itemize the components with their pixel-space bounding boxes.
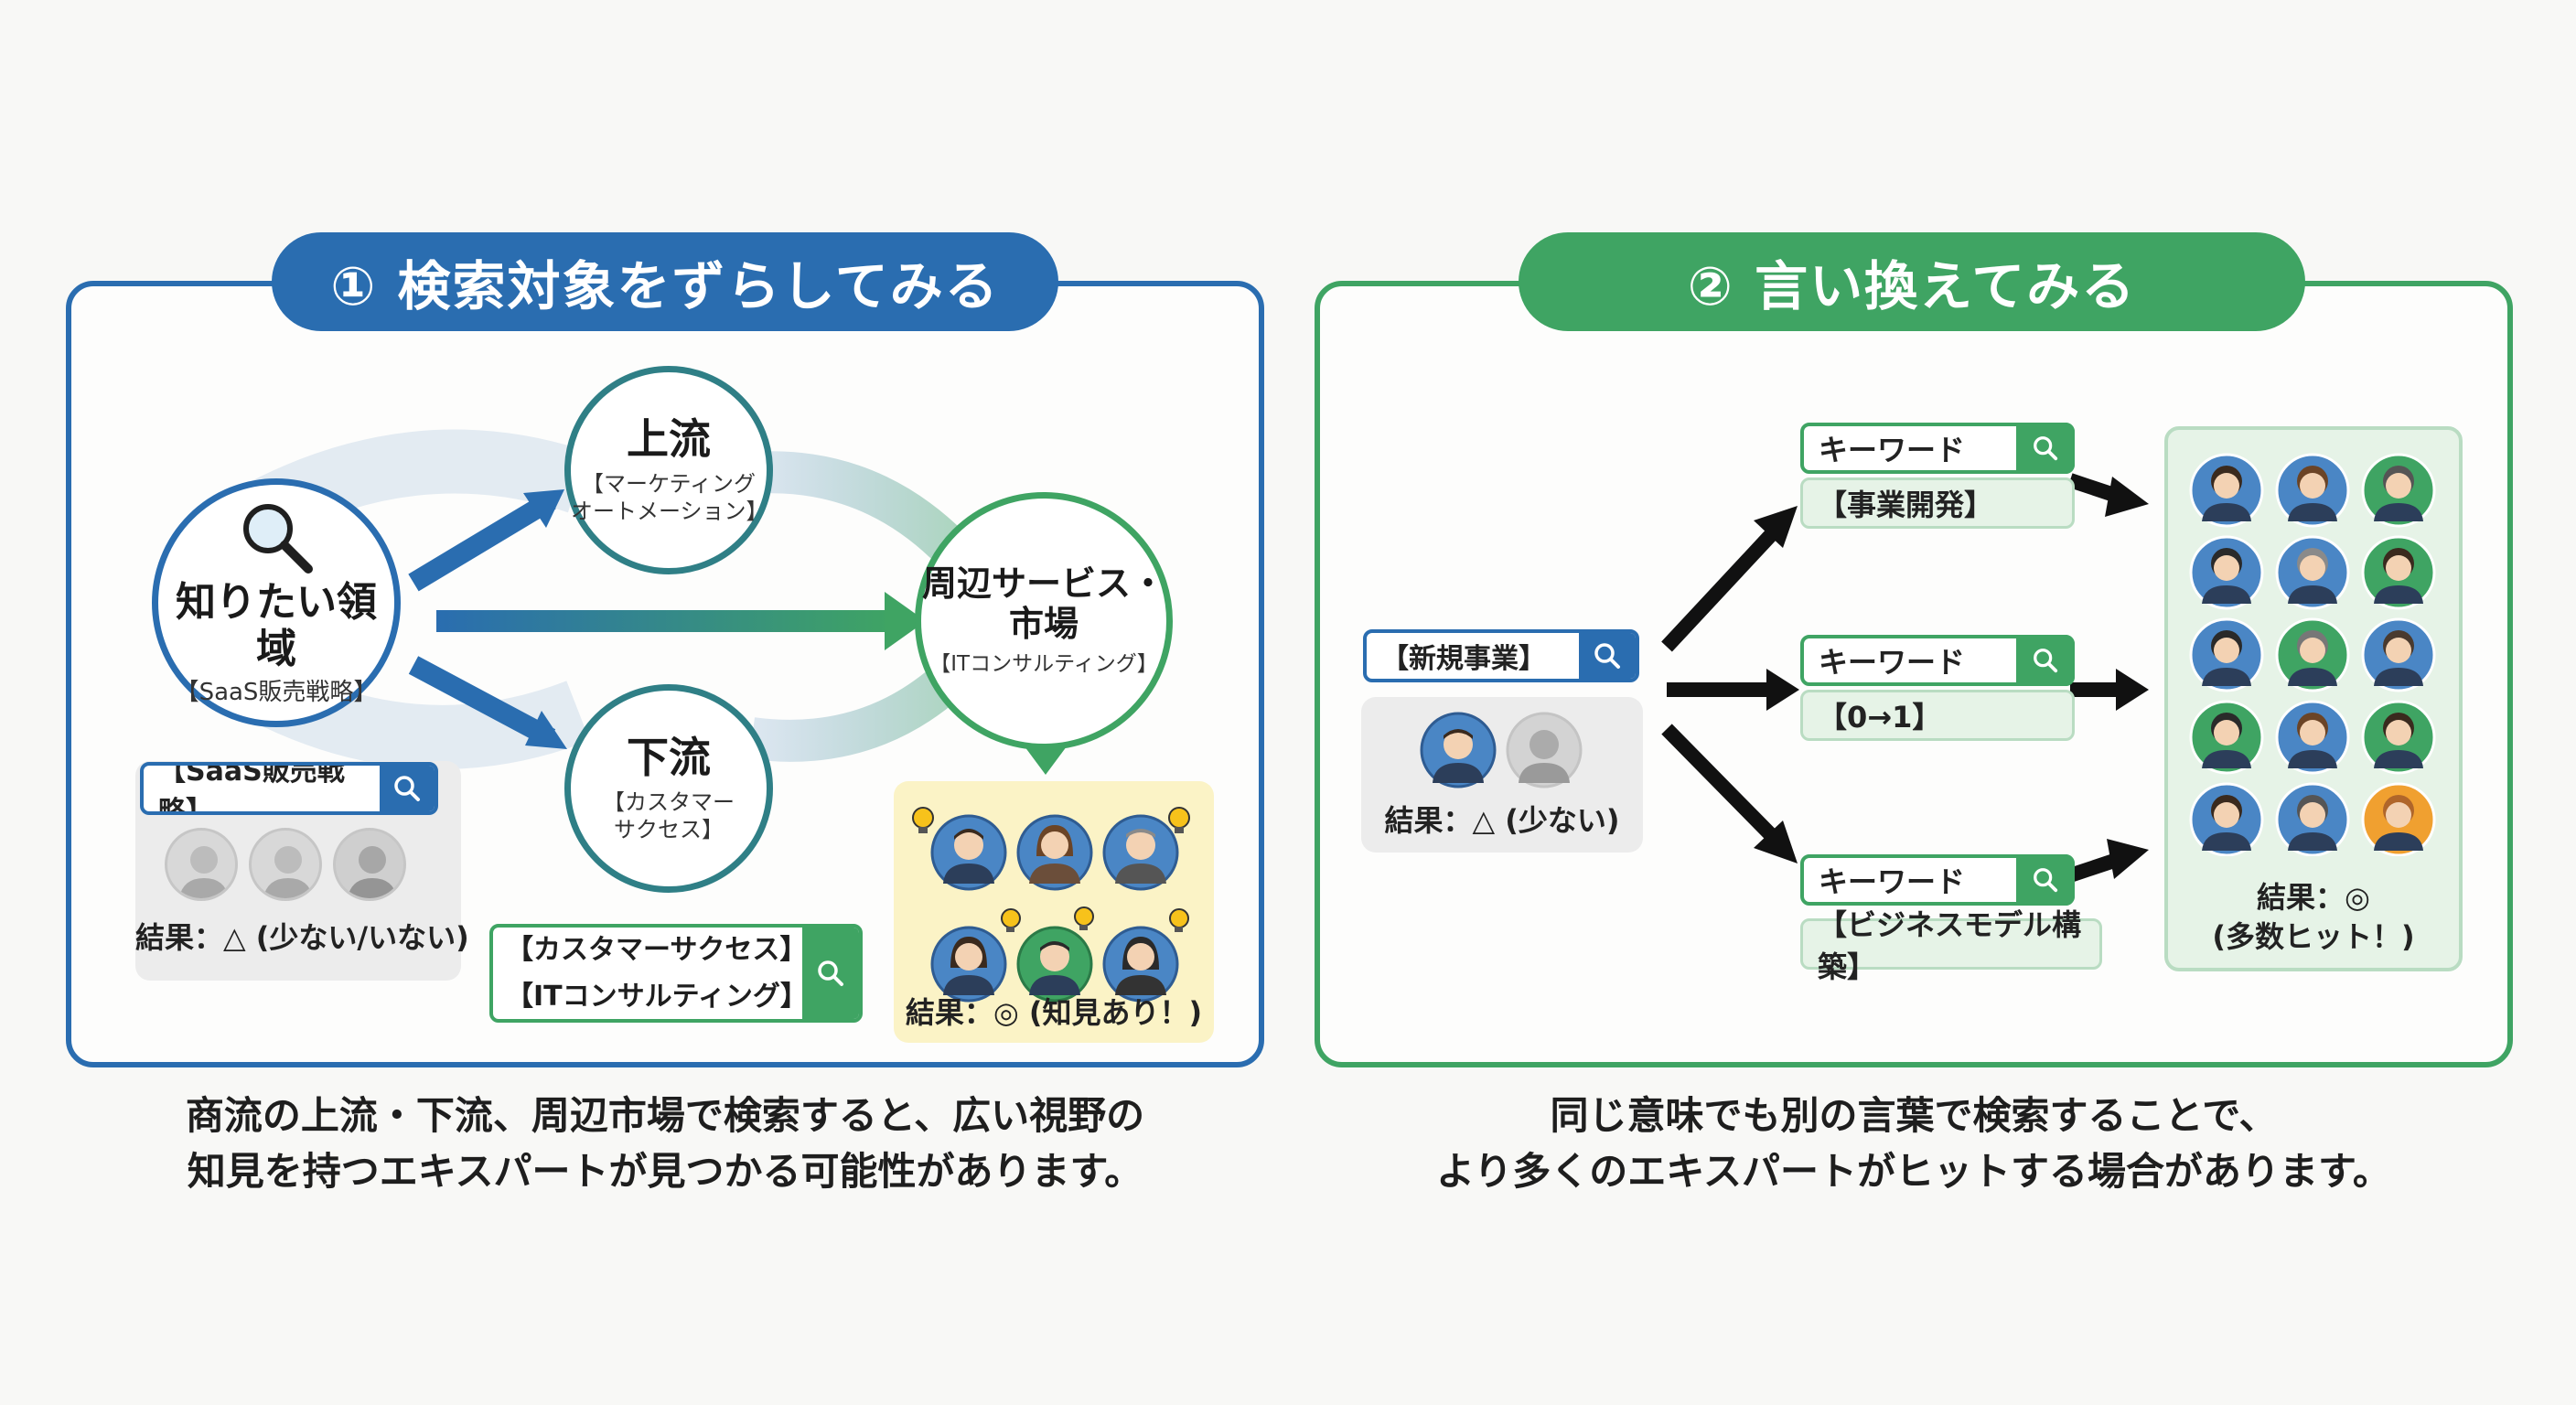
left-multi-result-text: 結果：◎ (知見あり！) bbox=[905, 995, 1203, 1030]
arrow-icon bbox=[2067, 473, 2149, 883]
magnifier-icon bbox=[243, 504, 313, 574]
person-avatar-icon bbox=[2189, 782, 2264, 856]
node-peripheral-sub: 【ITコンサルティング】 bbox=[929, 652, 1158, 677]
right-search-result-box bbox=[1361, 697, 1643, 853]
lightbulb-icon bbox=[1169, 908, 1189, 932]
person-avatar-icon bbox=[2361, 782, 2436, 856]
arrow-to-peripheral bbox=[436, 610, 894, 632]
person-avatar-icon bbox=[1102, 926, 1179, 1003]
keyword-value-1[interactable]: 【事業開発】 bbox=[1800, 477, 2075, 529]
person-avatar-icon bbox=[2275, 617, 2350, 692]
person-avatar-icon bbox=[2189, 700, 2264, 775]
arrow-icon bbox=[1661, 506, 1799, 863]
keyword-value-3[interactable]: 【ビジネスモデル構築】 bbox=[1800, 907, 2102, 984]
right-big-result-text: 結果：◎ (多数ヒット！) bbox=[2212, 880, 2415, 955]
right-search-result-text: 結果：△ (少ない) bbox=[1384, 803, 1620, 838]
right-search-avatars bbox=[1420, 712, 1583, 788]
expert-avatars-left bbox=[912, 807, 1190, 1003]
left-caption: 商流の上流・下流、周辺市場で検索すると、広い視野の 知見を持つエキスパートが見つ… bbox=[185, 1093, 1145, 1194]
keyword-header-2: キーワード bbox=[1800, 635, 2075, 686]
right-caption: 同じ意味でも別の言葉で検索することで、 より多くのエキスパートがヒットする場合が… bbox=[1436, 1093, 2391, 1194]
person-avatar-icon bbox=[2361, 700, 2436, 775]
keyword-label: キーワード bbox=[1819, 433, 1966, 467]
lightbulb-icon bbox=[1168, 807, 1190, 833]
search-icon bbox=[2034, 649, 2058, 673]
expert-avatars-grid bbox=[2189, 453, 2436, 856]
person-avatar-icon bbox=[930, 926, 1007, 1003]
lightbulb-icon bbox=[1074, 906, 1094, 930]
search-button[interactable] bbox=[802, 928, 859, 1019]
search-button[interactable] bbox=[1579, 633, 1636, 679]
search-bar-saas[interactable]: 【SaaS販売戦略】 bbox=[140, 762, 438, 815]
keyword-header-1: キーワード bbox=[1800, 423, 2075, 474]
node-downstream-sub: 【カスタマー サクセス】 bbox=[603, 789, 735, 843]
search-bar-new-business[interactable]: 【新規事業】 bbox=[1363, 629, 1639, 682]
lightbulb-icon bbox=[912, 807, 934, 833]
search-button[interactable] bbox=[2016, 635, 2075, 686]
person-avatar-icon bbox=[2361, 453, 2436, 528]
person-avatar-icon bbox=[1102, 814, 1179, 891]
person-avatar-icon bbox=[2275, 782, 2350, 856]
search-icon bbox=[2034, 868, 2058, 893]
person-avatar-icon bbox=[2189, 617, 2264, 692]
node-peripheral-title: 周辺サービス・ 市場 bbox=[921, 563, 1165, 644]
person-avatar-icon bbox=[2275, 700, 2350, 775]
search-input-line1[interactable]: 【カスタマーサクセス】 bbox=[506, 934, 808, 966]
arrow-to-downstream bbox=[408, 656, 556, 747]
person-avatar-icon bbox=[1420, 712, 1497, 788]
person-avatar-icon bbox=[2275, 535, 2350, 610]
panel-title-right: ② 言い換えてみる bbox=[1519, 232, 2305, 331]
node-downstream: 下流 【カスタマー サクセス】 bbox=[564, 684, 773, 893]
node-target-domain: 知りたい領域 【SaaS販売戦略】 bbox=[152, 478, 401, 727]
search-icon bbox=[1594, 643, 1620, 669]
person-avatar-icon bbox=[2189, 453, 2264, 528]
search-button[interactable] bbox=[380, 766, 435, 811]
search-bar-multi[interactable]: 【カスタマーサクセス】 【ITコンサルティング】 bbox=[489, 924, 863, 1023]
panel-title-left: ① 検索対象をずらしてみる bbox=[272, 232, 1058, 331]
search-icon bbox=[394, 776, 420, 801]
node-target-title: 知りたい領域 bbox=[176, 579, 377, 672]
person-avatar-icon bbox=[1016, 814, 1093, 891]
person-avatar-icon bbox=[165, 828, 238, 901]
node-upstream: 上流 【マーケティング オートメーション】 bbox=[564, 366, 773, 574]
search-icon bbox=[2034, 436, 2058, 461]
person-avatar-icon bbox=[1506, 712, 1583, 788]
search-input[interactable]: 【SaaS販売戦略】 bbox=[158, 762, 345, 815]
node-downstream-title: 下流 bbox=[627, 732, 711, 782]
node-upstream-title: 上流 bbox=[627, 413, 711, 464]
person-avatar-icon bbox=[333, 828, 406, 901]
right-flow-arrows bbox=[1661, 473, 2149, 883]
arrow-to-upstream bbox=[408, 491, 556, 592]
person-avatar-icon bbox=[2361, 617, 2436, 692]
person-avatar-icon bbox=[2361, 535, 2436, 610]
keyword-label: キーワード bbox=[1819, 864, 1966, 899]
keyword-label: キーワード bbox=[1819, 645, 1966, 680]
person-avatar-icon bbox=[930, 814, 1007, 891]
lightbulb-icon bbox=[1001, 908, 1021, 932]
search-input[interactable]: 【新規事業】 bbox=[1381, 643, 1546, 675]
search-input-line2[interactable]: 【ITコンサルティング】 bbox=[506, 981, 808, 1013]
search-icon bbox=[818, 960, 843, 986]
search-button[interactable] bbox=[2016, 854, 2075, 906]
person-avatar-icon bbox=[2275, 453, 2350, 528]
person-avatar-icon bbox=[2189, 535, 2264, 610]
search-button[interactable] bbox=[2016, 423, 2075, 474]
node-upstream-sub: 【マーケティング オートメーション】 bbox=[571, 471, 768, 525]
keyword-value-2[interactable]: 【0→1】 bbox=[1800, 690, 2075, 741]
node-peripheral: 周辺サービス・ 市場 【ITコンサルティング】 bbox=[915, 492, 1173, 750]
left-search-result-text: 結果：△ (少ない/いない) bbox=[135, 920, 469, 955]
node-target-sub: 【SaaS販売戦略】 bbox=[175, 679, 378, 707]
person-avatar-icon bbox=[249, 828, 322, 901]
person-avatar-icon bbox=[1016, 926, 1093, 1003]
